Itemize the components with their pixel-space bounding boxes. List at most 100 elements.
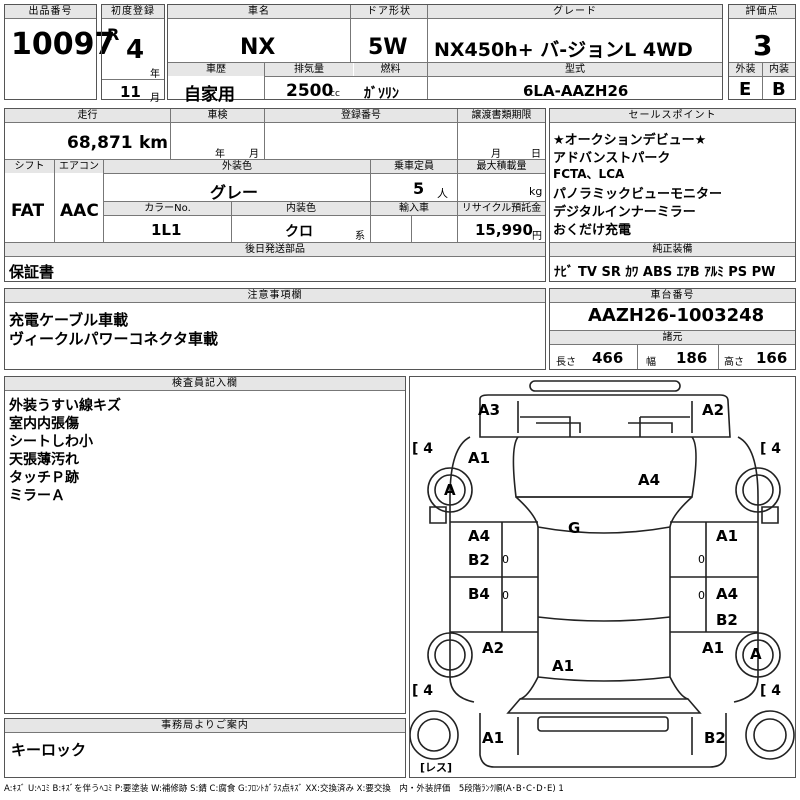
lot-number: 10097 <box>11 27 116 62</box>
door-marker: 0 <box>698 589 705 602</box>
inspector-box: 検査員記入欄 外装うすい線キズ 室内内張傷 シートしわ小 天張薄汚れ タッチＰ跡… <box>4 376 406 714</box>
shift: FAT <box>11 201 45 221</box>
score: 3 <box>753 29 773 62</box>
displacement-label: 排気量 <box>265 63 353 76</box>
damage-mark-a4: A4 <box>716 585 739 603</box>
lot-number-box: 出品番号 10097 <box>4 4 115 100</box>
reg-month-unit: 月 <box>150 93 160 104</box>
score-box: 評価点 3 外装 内装 E B <box>728 4 796 100</box>
sales-point-line: おくだけ充電 <box>553 223 632 238</box>
capacity-unit: 人 <box>437 187 448 200</box>
tire-fr-value: 4 <box>771 441 782 457</box>
chassis-label: 車台番号 <box>550 289 795 303</box>
later-parts: 保証書 <box>9 263 55 281</box>
damage-mark-a2: A2 <box>482 639 505 657</box>
displacement-unit: cc <box>330 89 340 99</box>
lot-number-label: 出品番号 <box>5 5 96 19</box>
mileage-label: 走行 <box>5 109 170 122</box>
transfer-day-unit: 日 <box>531 149 541 160</box>
damage-mark-a: A <box>444 481 456 499</box>
chassis-number: AAZH26-1003248 <box>588 305 765 326</box>
tire-fl-reading: [ 4 <box>412 441 434 457</box>
length-label: 長さ <box>556 357 576 368</box>
tire-rr-reading: [ 4 <box>760 683 782 699</box>
height: 166 <box>756 349 788 367</box>
grade: NX450h+ バ-ジョンL 4WD <box>434 39 693 61</box>
history-label: 車歴 <box>168 63 264 76</box>
damage-mark-b2: B2 <box>716 611 738 629</box>
car-name-label: 車名 <box>168 5 350 19</box>
details-box: 走行 車検 登録番号 譲渡書類期限 68,871 km 年 月 月 日 シフト … <box>4 108 546 282</box>
inspector-line: 天張薄汚れ <box>9 452 79 468</box>
height-label: 高さ <box>724 357 744 368</box>
sales-points-label: セールスポイント <box>550 109 795 123</box>
equipment-items: ﾅﾋﾞ TV SR ｶﾜ ABS ｴｱB ｱﾙﾐ PS PW <box>554 265 776 280</box>
colorno-label: カラーNo. <box>104 202 231 215</box>
maxload-unit: kg <box>529 185 543 198</box>
tire-rl-value: 4 <box>423 683 434 699</box>
car-outline <box>410 380 795 768</box>
reg-year: 4 <box>126 35 145 65</box>
mileage: 68,871 <box>67 133 133 153</box>
notes-label: 注意事項欄 <box>5 289 545 303</box>
damage-mark-b2: B2 <box>468 551 490 569</box>
door-marker: 0 <box>698 553 705 566</box>
import-label: 輸入車 <box>371 202 457 215</box>
interior-color: クロ <box>285 224 313 240</box>
color-number: 1L1 <box>151 221 182 239</box>
ac: AAC <box>60 201 99 221</box>
transfer-label: 譲渡書類期限 <box>458 109 545 122</box>
door-marker: 0 <box>502 553 509 566</box>
damage-mark-g: G <box>568 519 581 537</box>
vehicle-info-box: 車名 NX ドア形状 5W グレード NX450h+ バ-ジョンL 4WD 車歴… <box>167 4 723 105</box>
inspection-month-unit: 月 <box>249 149 259 160</box>
damage-diagram: A3 A2 A1 A A4 A4 B2 B4 A2 A1 G A1 A4 B2 … <box>409 376 796 778</box>
score-label: 評価点 <box>729 5 795 19</box>
inspection-label: 車検 <box>171 109 264 122</box>
later-parts-label: 後日発送部品 <box>5 243 545 256</box>
damage-mark-a1: A1 <box>716 527 739 545</box>
width-label: 幅 <box>646 357 656 368</box>
sales-point-line: パノラミックビューモニター <box>553 187 723 202</box>
door-label: ドア形状 <box>351 5 427 19</box>
ac-label: エアコン <box>55 160 103 173</box>
exterior-grade: E <box>739 79 752 100</box>
notes-box: 注意事項欄 充電ケーブル車載 ヴィークルパワーコネクタ車載 <box>4 288 546 370</box>
door-marker: 0 <box>502 589 509 602</box>
damage-mark-a: A <box>750 645 762 663</box>
grade-label: グレード <box>428 5 722 19</box>
inspection-year-unit: 年 <box>215 149 225 160</box>
tire-rl-reading: [ 4 <box>412 683 434 699</box>
first-reg-label: 初度登録 <box>102 5 164 19</box>
width: 186 <box>676 349 708 367</box>
door-type: 5W <box>368 35 408 60</box>
color-label: 外装色 <box>104 160 370 173</box>
era: R <box>107 25 120 44</box>
inspector-line: シートしわ小 <box>9 434 93 450</box>
shift-label: シフト <box>5 160 54 173</box>
note-line: 充電ケーブル車載 <box>9 311 129 329</box>
inspector-label: 検査員記入欄 <box>5 377 405 391</box>
inspector-line: 室内内張傷 <box>9 416 79 432</box>
sales-point-line: ★オークションデビュー★ <box>553 133 707 148</box>
capacity-label: 乗車定員 <box>371 160 457 173</box>
mileage-unit: km <box>139 133 169 153</box>
damage-mark-a1: A1 <box>702 639 725 657</box>
damage-mark-a1: A1 <box>468 449 491 467</box>
interior-color-unit: 系 <box>355 231 365 242</box>
damage-mark-b4: B4 <box>468 585 490 603</box>
regno-label: 登録番号 <box>265 109 457 122</box>
damage-mark-a2: A2 <box>702 401 725 419</box>
recycle-label: リサイクル預託金 <box>458 202 545 215</box>
spare-tire-label: [レス] <box>420 761 453 774</box>
model-code: 6LA-AAZH26 <box>523 82 629 100</box>
recycle-unit: 円 <box>532 231 542 242</box>
transfer-month-unit: 月 <box>491 149 501 160</box>
damage-mark-a4: A4 <box>468 527 491 545</box>
interior-label: 内装 <box>763 63 795 76</box>
displacement: 2500 <box>286 81 334 101</box>
interior-grade: B <box>772 79 786 100</box>
sales-points-box: セールスポイント ★オークションデビュー★ アドバンストパーク FCTA、LCA… <box>549 108 796 282</box>
first-registration-box: 初度登録 R 4 年 11 月 <box>101 4 165 104</box>
fuel-label: 燃料 <box>354 63 427 76</box>
